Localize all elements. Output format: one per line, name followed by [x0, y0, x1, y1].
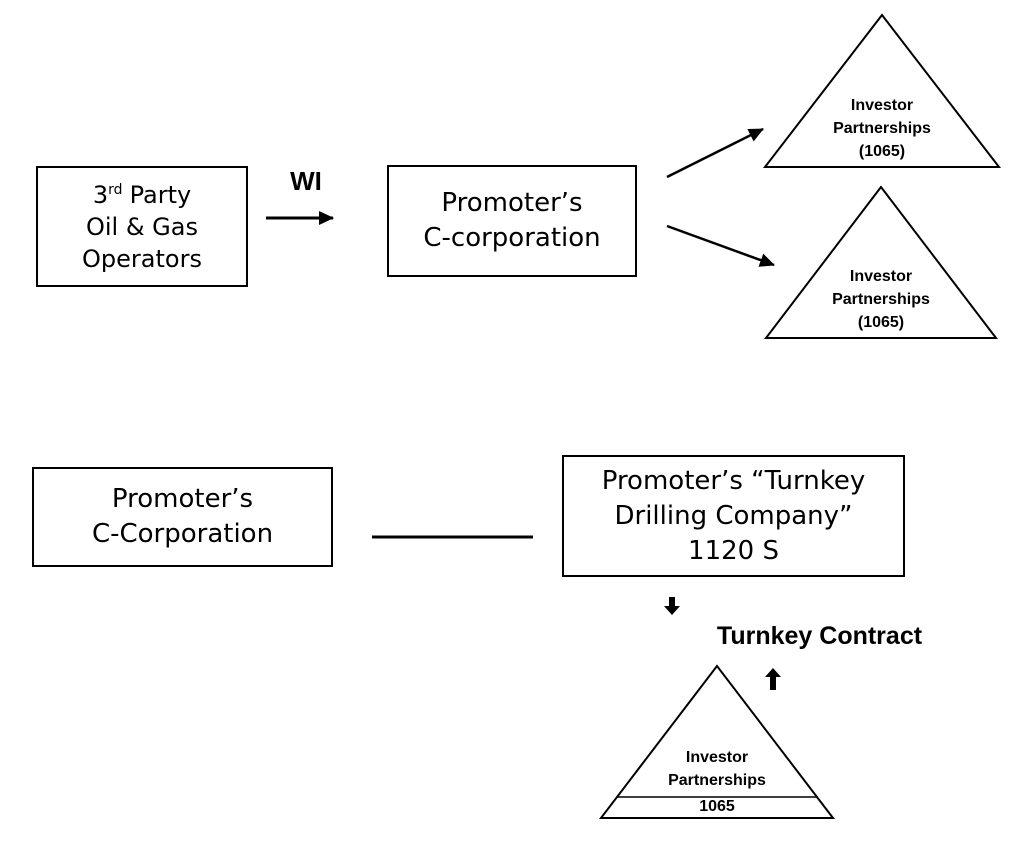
down-block-arrow — [664, 597, 680, 615]
promoter-top-line1: Promoter’s — [441, 188, 583, 218]
triangle3-line1: Investor — [685, 749, 749, 766]
operators-box-line3: Operators — [82, 244, 202, 273]
triangle1-line2: Partnerships — [833, 120, 931, 137]
arrow-to-partnership-2 — [666, 224, 775, 267]
operators-box-line2: Oil & Gas — [85, 212, 198, 241]
triangle3-line2: Partnerships — [668, 772, 766, 789]
up-block-arrow — [765, 668, 781, 690]
turnkey-box-line3: 1120 S — [688, 535, 779, 566]
triangle1-line3: (1065) — [858, 143, 906, 160]
arrow-to-partnership-1 — [666, 127, 764, 179]
triangle2-line1: Investor — [849, 268, 913, 285]
turnkey-drilling-company-box: Promoter’s “Turnkey Drilling Company” 11… — [562, 455, 905, 577]
promoter-c-corporation-box-top: Promoter’s C-corporation — [387, 165, 637, 277]
partnership-triangle-1-label: Investor Partnerships (1065) — [772, 94, 992, 163]
wi-arrow-label: WI — [290, 166, 322, 196]
partnership-triangle-3 — [598, 664, 836, 819]
promoter-bottom-line2: C-Corporation — [91, 519, 274, 549]
triangle3-band-1065: 1065 — [699, 798, 735, 815]
triangle1-line1: Investor — [850, 97, 914, 114]
triangle2-line3: (1065) — [857, 314, 905, 331]
triangle2-line2: Partnerships — [832, 291, 930, 308]
partnership-triangle-2 — [763, 185, 999, 339]
partnership-triangle-3-label: Investor Partnerships — [607, 746, 827, 792]
partnership-triangle-2-label: Investor Partnerships (1065) — [771, 265, 991, 334]
promoter-top-line2: C-corporation — [423, 223, 601, 253]
turnkey-contract-label: Turnkey Contract — [716, 622, 923, 650]
promoter-bottom-line1: Promoter’s — [111, 484, 254, 514]
turnkey-box-line1: Promoter’s “Turnkey — [601, 465, 866, 496]
turnkey-box-line2: Drilling Company” — [614, 500, 853, 531]
partnership-triangle-1 — [762, 13, 1002, 168]
promoter-c-corporation-box-bottom: Promoter’s C-Corporation — [32, 467, 333, 567]
